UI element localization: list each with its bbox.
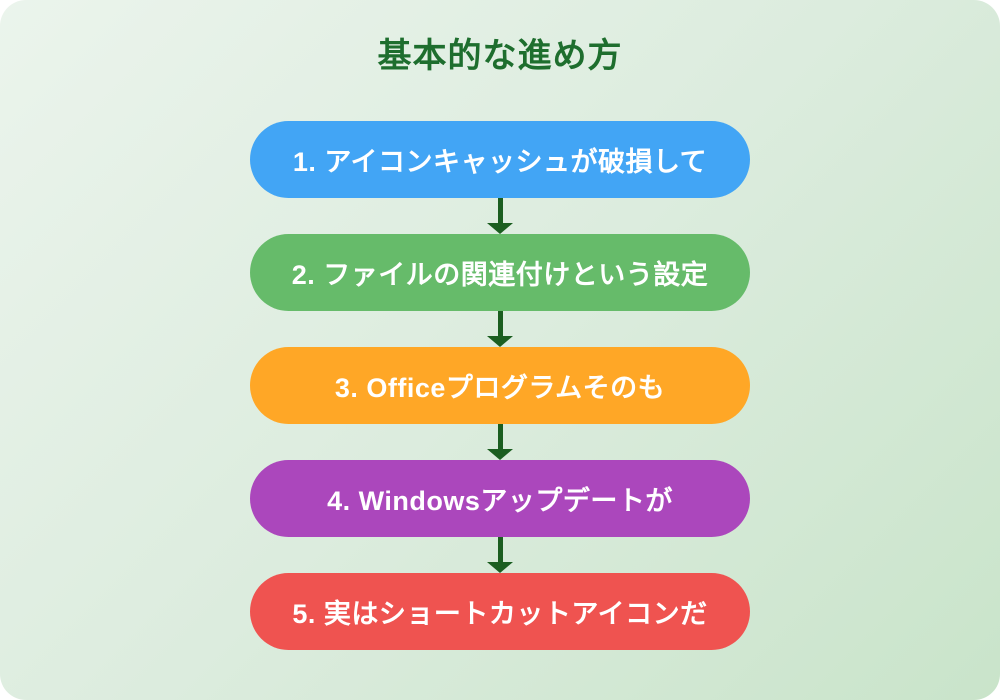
arrow-head bbox=[487, 562, 513, 573]
arrow-shaft bbox=[497, 424, 503, 449]
arrow-shaft bbox=[497, 537, 503, 562]
arrow-head bbox=[487, 449, 513, 460]
arrow-down-icon bbox=[487, 424, 513, 460]
arrow-down-icon bbox=[487, 311, 513, 347]
flow-step-5-label: 5. 実はショートカットアイコンだ bbox=[292, 599, 708, 629]
arrow-head bbox=[487, 223, 513, 234]
flow-step-1: 1. アイコンキャッシュが破損して bbox=[250, 121, 750, 198]
flow-step-3-label: 3. Officeプログラムそのも bbox=[334, 373, 666, 403]
arrow-shaft bbox=[497, 311, 503, 336]
diagram-title: 基本的な進め方 bbox=[377, 37, 623, 75]
flow-step-3: 3. Officeプログラムそのも bbox=[250, 347, 750, 424]
arrow-down-icon bbox=[487, 537, 513, 573]
flow-step-2-label: 2. ファイルの関連付けという設定 bbox=[291, 260, 709, 290]
flow-step-2: 2. ファイルの関連付けという設定 bbox=[250, 234, 750, 311]
arrow-head bbox=[487, 336, 513, 347]
flow-step-1-label: 1. アイコンキャッシュが破損して bbox=[292, 147, 708, 177]
flow-steps: 1. アイコンキャッシュが破損して 2. ファイルの関連付けという設定 3. O… bbox=[0, 121, 1000, 650]
arrow-down-icon bbox=[487, 198, 513, 234]
flow-step-4: 4. Windowsアップデートが bbox=[250, 460, 750, 537]
arrow-shaft bbox=[497, 198, 503, 223]
flow-step-4-label: 4. Windowsアップデートが bbox=[327, 486, 673, 516]
flow-step-5: 5. 実はショートカットアイコンだ bbox=[250, 573, 750, 650]
